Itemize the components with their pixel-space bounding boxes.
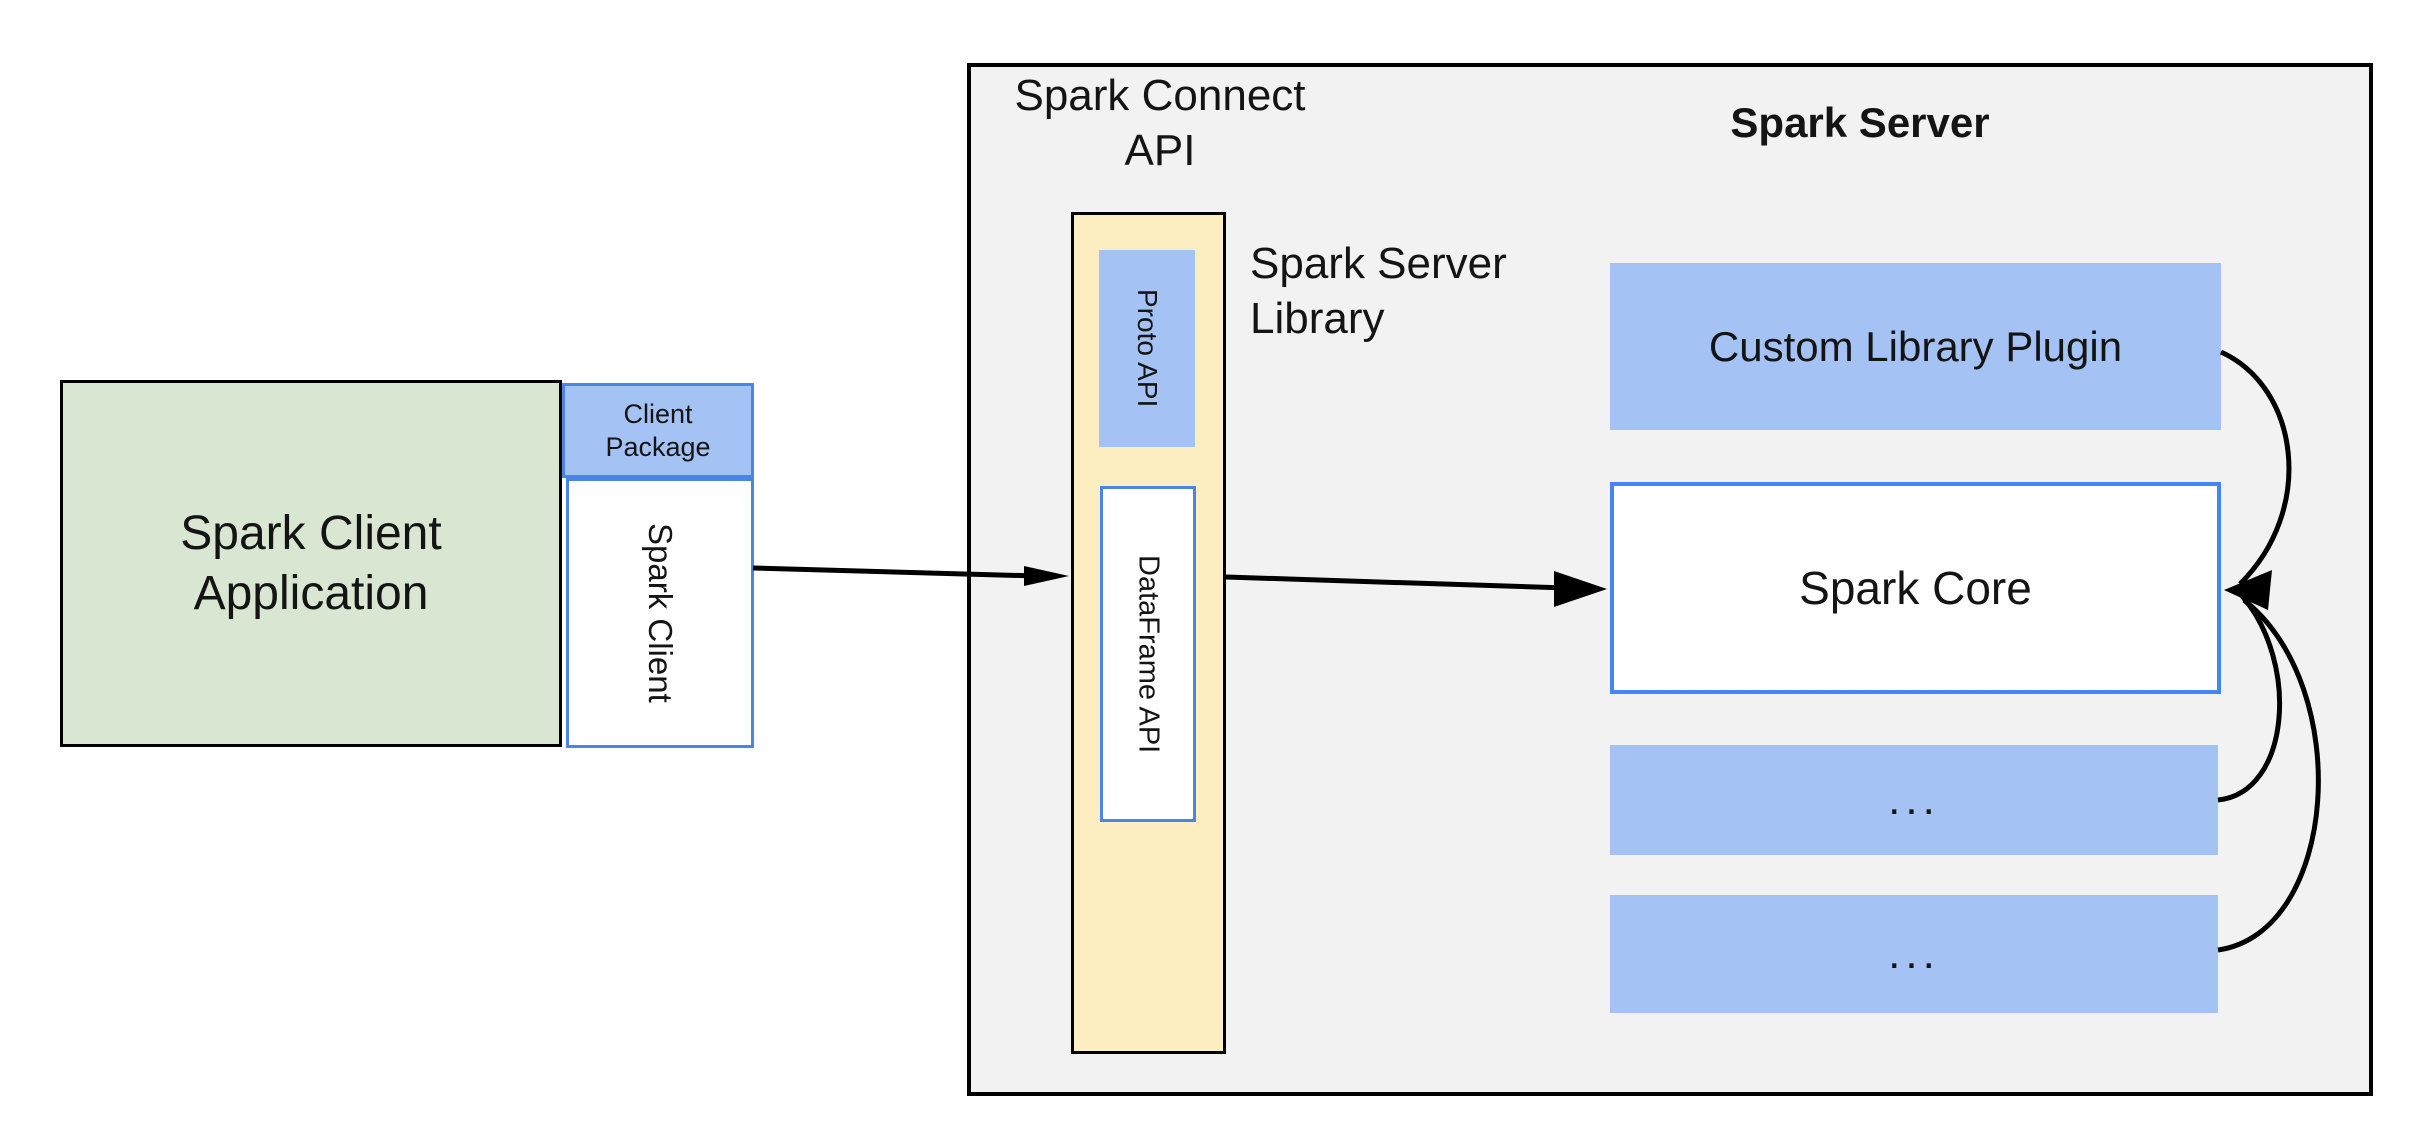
plugin-slot-2-box: ... xyxy=(1610,895,2218,1013)
custom-library-plugin-box: Custom Library Plugin xyxy=(1610,263,2221,430)
plugin-slot-1-box: ... xyxy=(1610,745,2218,855)
plugin-slot-1-label: ... xyxy=(1888,775,1940,824)
spark-core-label: Spark Core xyxy=(1799,562,2032,614)
spark-connect-api-label: Spark Connect API xyxy=(1014,71,1306,175)
dataframe-api-label: DataFrame API xyxy=(1132,554,1165,754)
spark-client-box: Spark Client xyxy=(566,478,754,748)
spark-client-application-label: Spark Client Application xyxy=(180,506,442,620)
spark-client-label: Spark Client xyxy=(642,523,679,703)
client-package-label: Client Package xyxy=(605,398,711,462)
spark-core-box: Spark Core xyxy=(1610,482,2221,694)
dataframe-api-box: DataFrame API xyxy=(1100,486,1196,822)
spark-server-library-label: Spark Server Library xyxy=(1250,239,1507,343)
custom-library-plugin-label: Custom Library Plugin xyxy=(1708,322,2123,370)
spark-client-application-box: Spark Client Application xyxy=(60,380,562,747)
plugin-slot-2-label: ... xyxy=(1888,929,1940,978)
proto-api-label: Proto API xyxy=(1132,289,1163,408)
spark-server-title: Spark Server xyxy=(1730,99,1990,146)
client-package-box: Client Package xyxy=(562,383,754,478)
proto-api-box: Proto API xyxy=(1099,250,1195,447)
